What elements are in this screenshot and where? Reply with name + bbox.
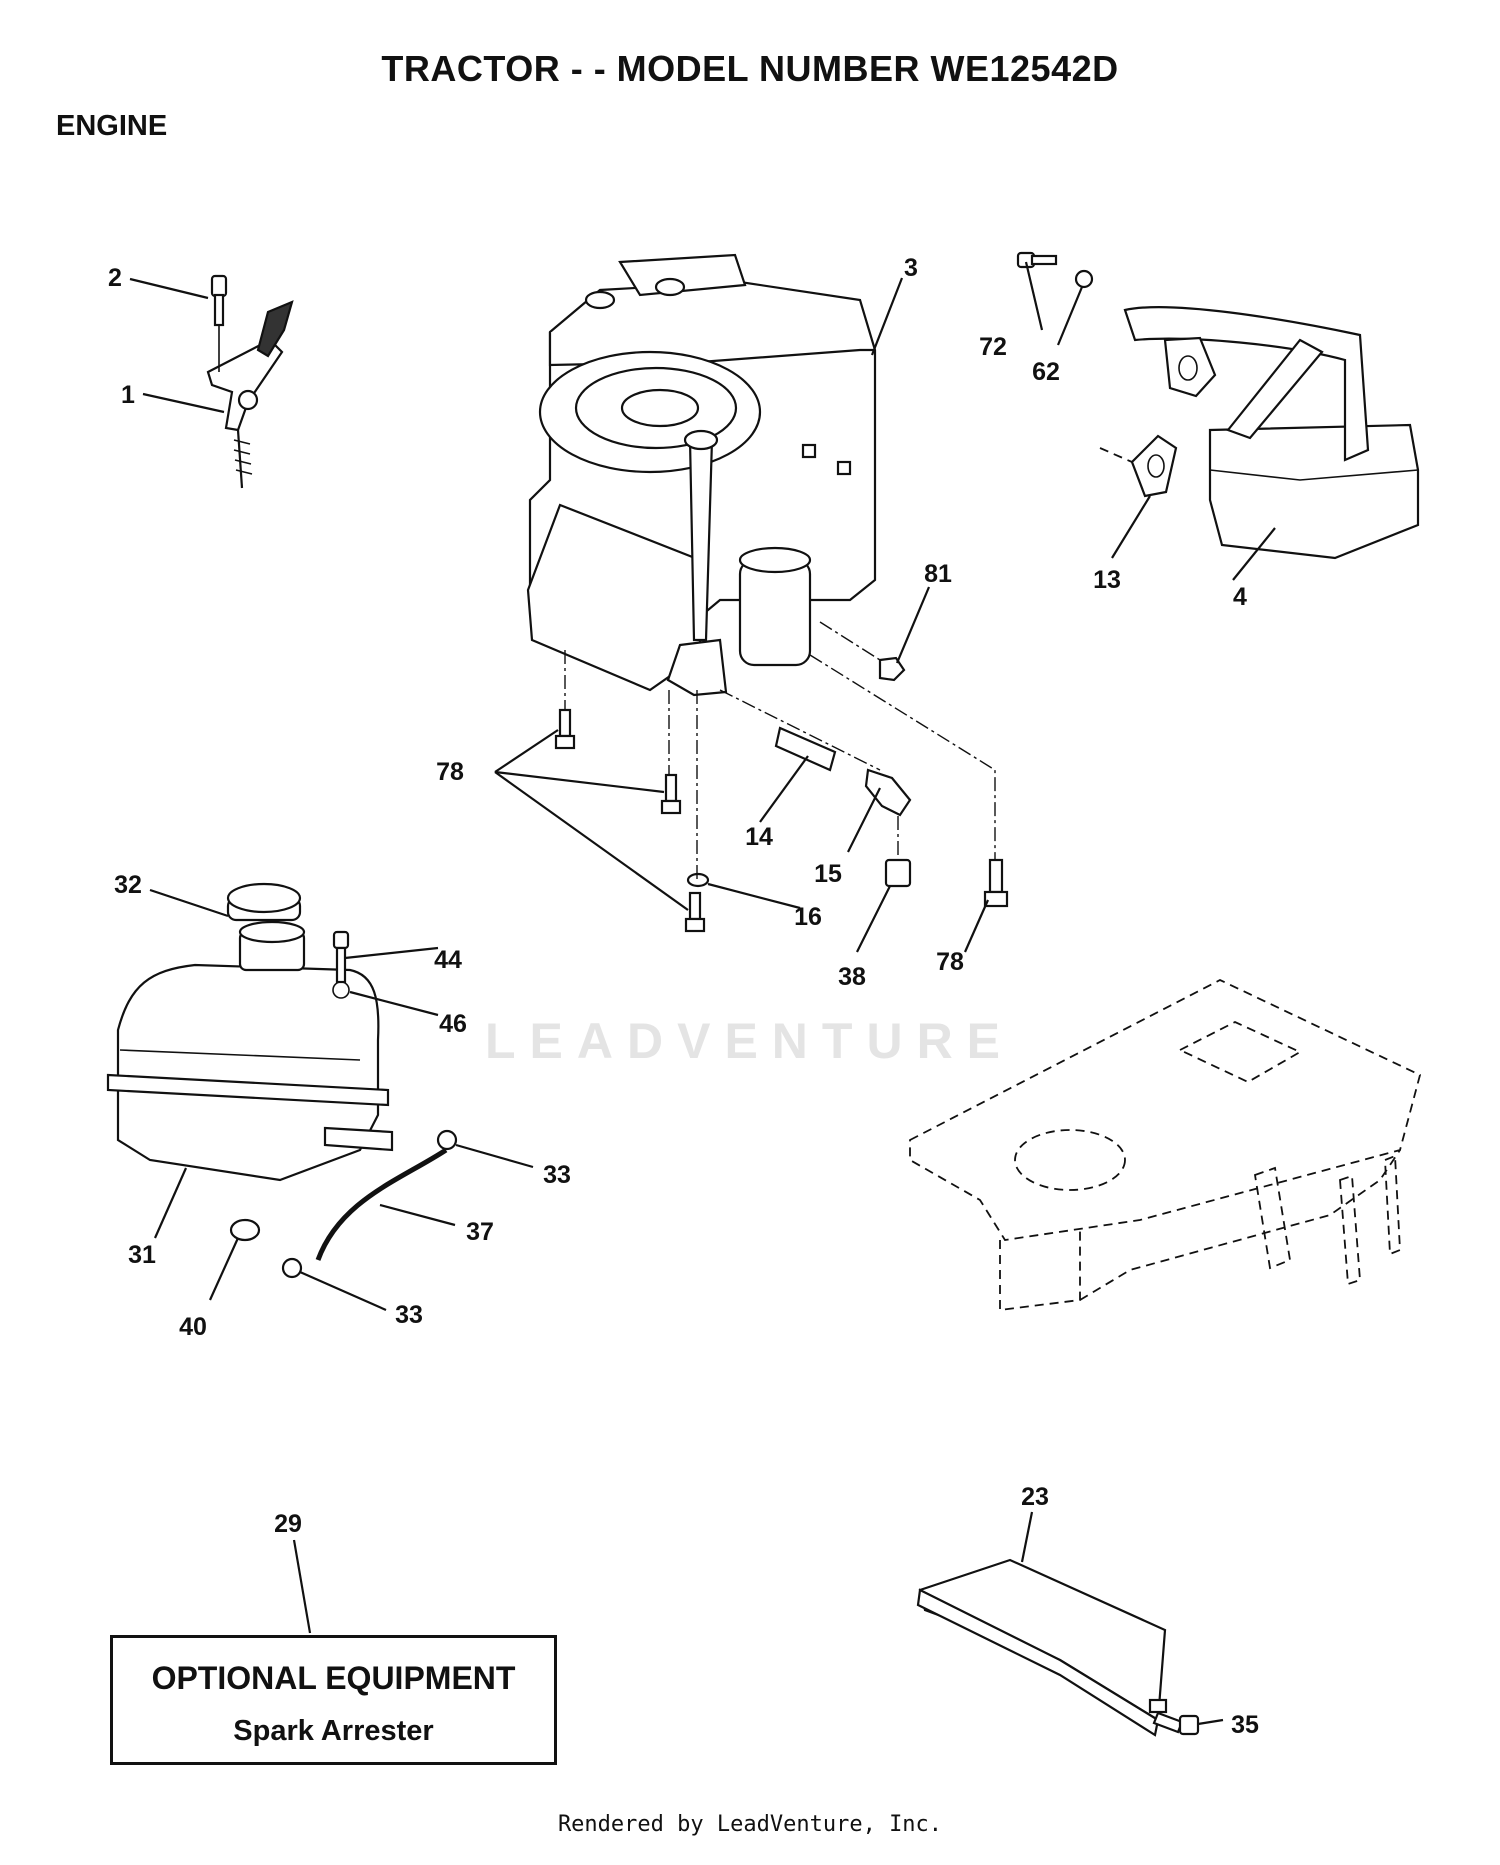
callout-15: 15 [814, 860, 842, 888]
engine-hardware-drawing [554, 621, 1009, 933]
callout-44: 44 [434, 946, 462, 974]
callout-72: 72 [979, 333, 1007, 361]
heat-shield-drawing [916, 1558, 1200, 1737]
callout-31: 31 [128, 1241, 156, 1269]
callout-46: 46 [439, 1010, 467, 1038]
leader-lines [129, 261, 1276, 1726]
callout-40: 40 [179, 1313, 207, 1341]
callout-23: 23 [1021, 1483, 1049, 1511]
footer-credit: Rendered by LeadVenture, Inc. [557, 1812, 943, 1837]
callout-33-upper: 33 [543, 1161, 571, 1189]
fuel-tank-drawing [106, 882, 458, 1279]
callout-2: 2 [108, 264, 122, 292]
tractor-frame-drawing [909, 978, 1422, 1312]
callout-38: 38 [838, 963, 866, 991]
callout-35: 35 [1231, 1711, 1259, 1739]
spark-arrester-label: Spark Arrester [233, 1715, 434, 1747]
section-label: ENGINE [56, 110, 168, 142]
callout-81: 81 [924, 560, 952, 588]
optional-equipment-box: OPTIONAL EQUIPMENT Spark Arrester [110, 1635, 557, 1765]
callout-14: 14 [745, 823, 773, 851]
callout-37: 37 [466, 1218, 494, 1246]
muffler-drawing [1016, 251, 1420, 560]
callout-1: 1 [121, 381, 135, 409]
callout-78-right: 78 [936, 948, 964, 976]
engine-drawing [526, 253, 877, 697]
callout-32: 32 [114, 871, 142, 899]
callout-62: 62 [1032, 358, 1060, 386]
callout-33-lower: 33 [395, 1301, 423, 1329]
callout-4: 4 [1233, 583, 1247, 611]
callout-29: 29 [274, 1510, 302, 1538]
throttle-control-drawing [206, 274, 294, 489]
optional-equipment-heading: OPTIONAL EQUIPMENT [151, 1660, 516, 1696]
watermark-text: LEADVENTURE [485, 1013, 1015, 1069]
callout-16: 16 [794, 903, 822, 931]
diagram-title: TRACTOR - - MODEL NUMBER WE12542D [381, 48, 1119, 89]
callout-13: 13 [1093, 566, 1121, 594]
callout-labels: 1 2 3 4 13 14 15 16 23 29 31 32 33 33 35… [108, 254, 1259, 1739]
callout-78-left: 78 [436, 758, 464, 786]
callout-3: 3 [904, 254, 918, 282]
